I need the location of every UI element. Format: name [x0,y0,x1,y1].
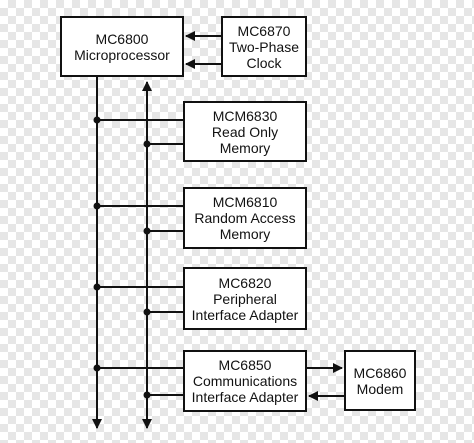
block-description: Memory [219,226,271,242]
junction-dot [93,202,101,210]
block-part-number: MC6850 [218,357,272,373]
block-description: Communications [192,373,298,389]
block-part-number: MC6800 [95,30,149,47]
mc6870-clock-block: MC6870 Two-Phase Clock [221,16,307,77]
block-part-number: MCM6810 [212,194,278,210]
block-description: Read Only [211,123,279,140]
block-part-number: MC6820 [218,274,272,291]
block-description: Modem [356,380,404,397]
junction-dot [143,227,151,235]
block-description: Clock [246,54,282,71]
junction-dot [93,364,101,372]
junction-dot [143,308,151,316]
block-part-number: MC6870 [237,22,291,39]
mcm6830-rom-block: MCM6830 Read Only Memory [183,101,307,162]
mc6820-pia-block: MC6820 Peripheral Interface Adapter [183,267,307,330]
block-description: Microprocessor [74,46,170,63]
mcm6810-ram-block: MCM6810 Random Access Memory [183,187,307,249]
block-description: Random Access [194,210,296,226]
mc6800-microprocessor-block: MC6800 Microprocessor [60,16,184,77]
mc6860-modem-block: MC6860 Modem [344,350,416,411]
block-description: Two-Phase [228,38,300,55]
block-description: Interface Adapter [191,389,299,405]
junction-dot [93,283,101,291]
block-description: Interface Adapter [191,306,299,323]
mc6850-acia-block: MC6850 Communications Interface Adapter [183,350,307,412]
block-description: Memory [219,139,271,156]
junction-dot [93,116,101,124]
block-part-number: MC6860 [353,364,407,381]
junction-dot [143,140,151,148]
junction-dot [143,391,151,399]
block-part-number: MCM6830 [212,107,278,124]
block-description: Peripheral [213,290,277,307]
